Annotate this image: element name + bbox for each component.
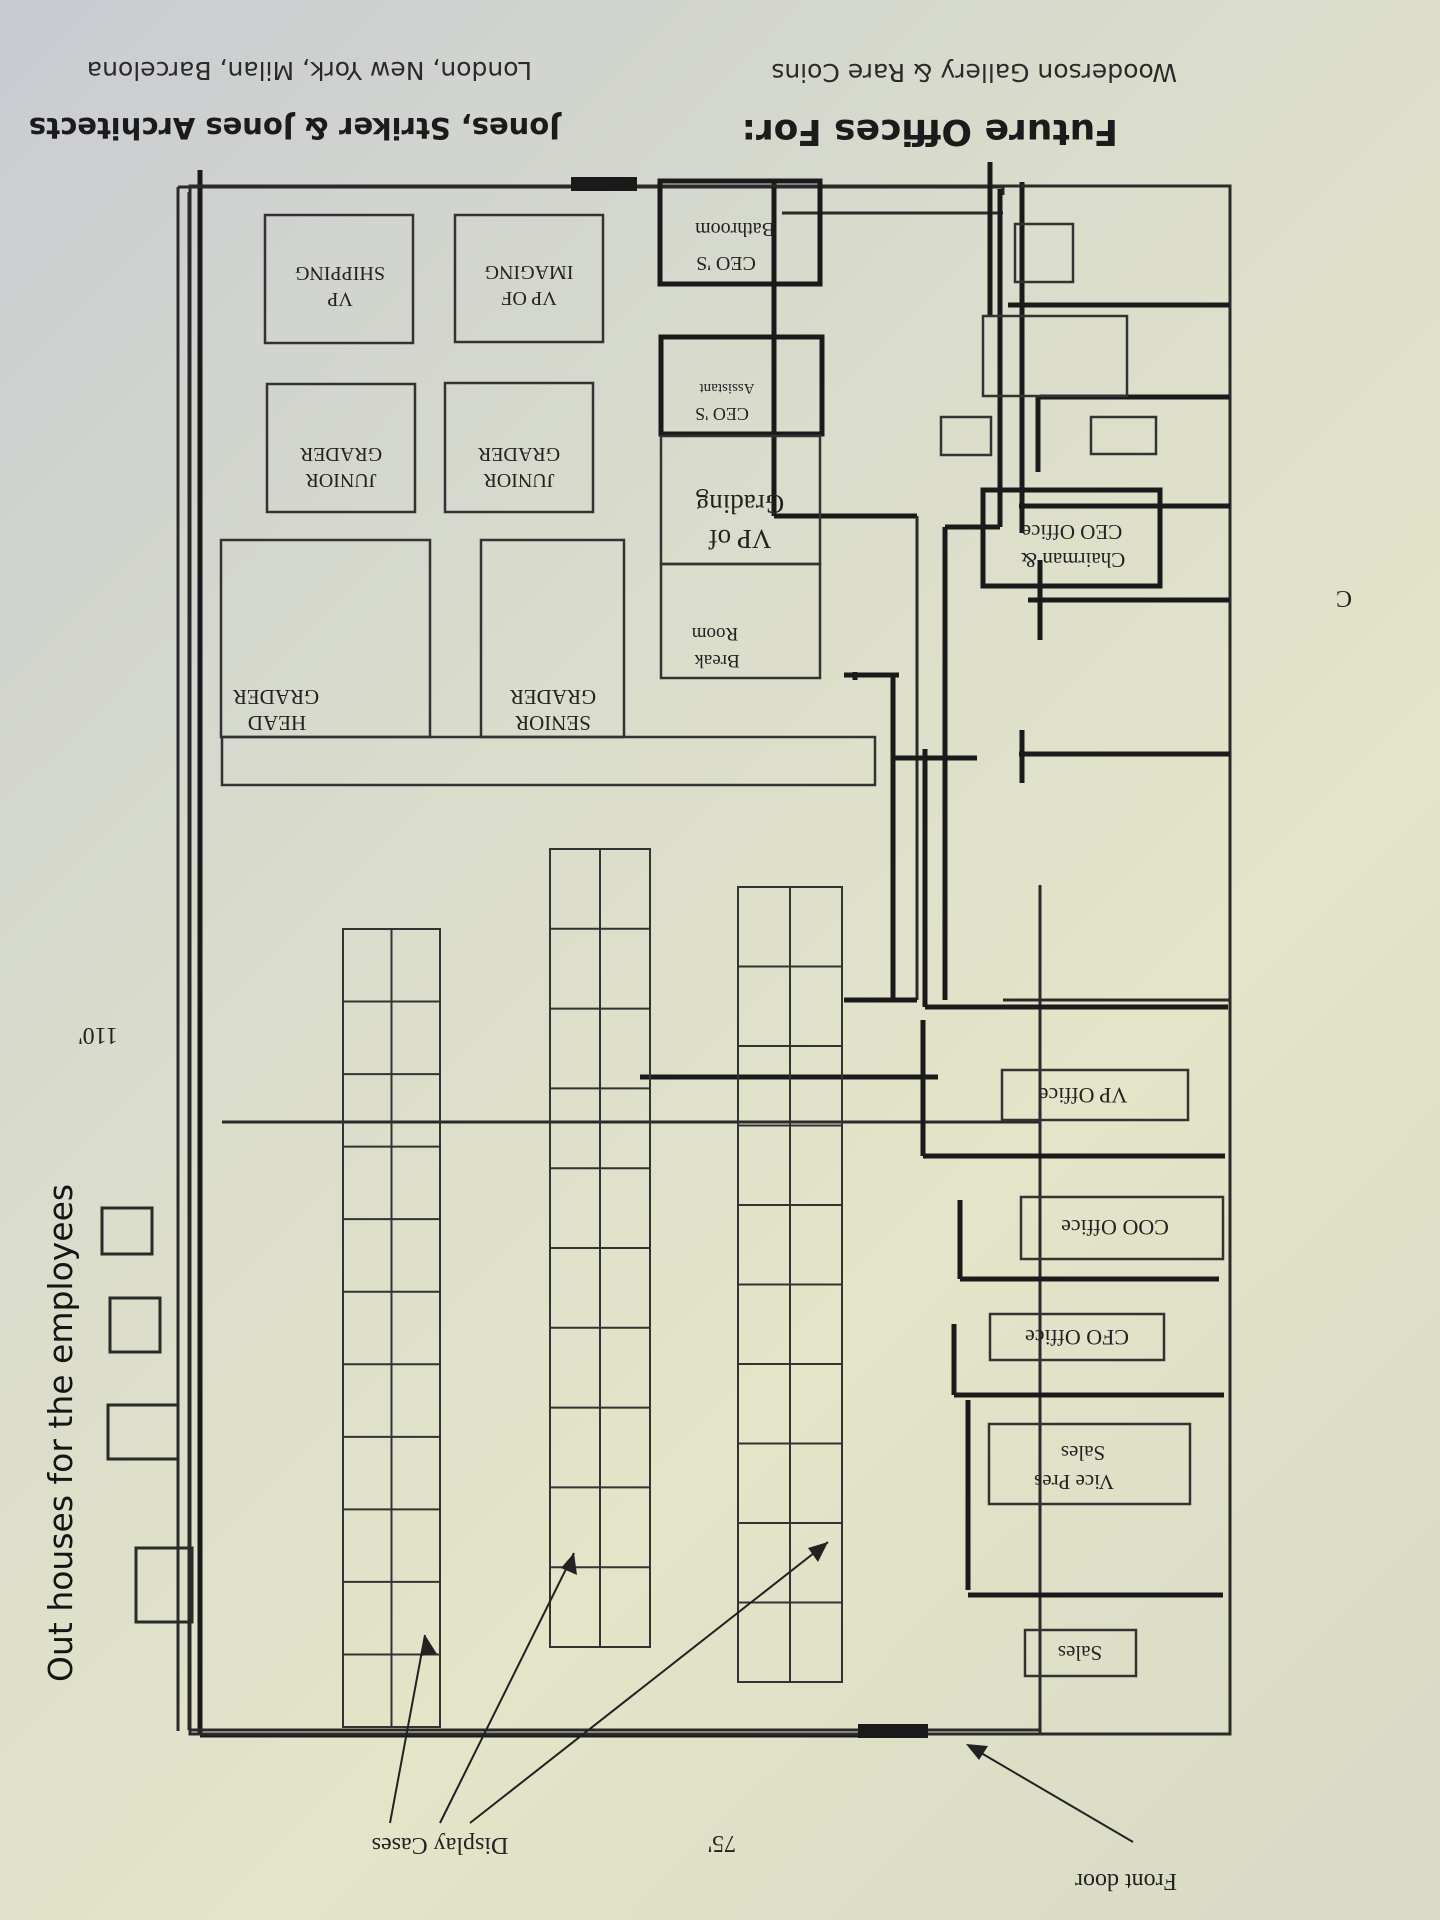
ceo-desk (981, 314, 1129, 398)
ceo-chair (1089, 415, 1158, 456)
room-label: VP (327, 288, 353, 310)
room-vp-sales: Vice Pres Sales (987, 1422, 1192, 1506)
note-out-houses: Out houses for the employees (41, 1184, 80, 1682)
cabinet (1013, 222, 1075, 284)
hallway (220, 735, 877, 787)
room-label: HEAD (248, 711, 306, 735)
room-label: Sales (1061, 1441, 1105, 1465)
room-label: VP of (709, 524, 772, 554)
front-door-marker (858, 1724, 928, 1738)
room-label: JUNIOR (483, 469, 555, 491)
room-label: Grading (696, 489, 784, 519)
room-senior-grader: SENIOR GRADER (479, 538, 626, 739)
margin-mark: C (1336, 585, 1352, 611)
room-label: JUNIOR (305, 469, 377, 491)
out-house-box (100, 1206, 154, 1256)
room-vp-shipping: VP SHIPPING (263, 213, 415, 345)
room-label: GRADER (233, 685, 319, 709)
display-cases-label: Display Cases (372, 1832, 509, 1858)
room-label: VP Office (1039, 1083, 1128, 1108)
room-sales: Sales (1023, 1628, 1138, 1678)
display-case-arrowheads (420, 1542, 828, 1656)
room-label: CEO Office (1022, 520, 1123, 544)
room-label: GRADER (299, 443, 382, 465)
room-label: Assistant (699, 380, 755, 396)
dimension-length: 110' (78, 1022, 117, 1048)
room-head-grader: HEAD GRADER (219, 538, 432, 739)
room-label: VP OF (501, 287, 556, 309)
display-case-arrows (389, 1541, 829, 1824)
building-outline (188, 184, 1232, 1736)
room-ceo-bathroom: CEO 'S Bathroom (657, 178, 823, 287)
room-label: Chairman & (1021, 548, 1125, 572)
room-label: IMAGING (485, 261, 574, 283)
room-junior-grader-1: JUNIOR GRADER (265, 382, 417, 514)
room-label: CEO 'S (695, 404, 749, 424)
display-cases (342, 848, 843, 1728)
room-label: Sales (1058, 1641, 1102, 1665)
room-vp-imaging: VP OF IMAGING (453, 213, 605, 344)
room-label: CEO 'S (696, 252, 756, 274)
out-house-box (106, 1403, 180, 1461)
out-house-box (108, 1296, 162, 1354)
plan-title: Future Offices For: (742, 111, 1118, 152)
room-label: COO Office (1061, 1215, 1169, 1240)
display-case (737, 886, 843, 1683)
office-walls (852, 672, 1228, 1598)
room-ceo-assistant: CEO 'S Assistant (658, 334, 825, 437)
room-label: Vice Pres (1034, 1470, 1114, 1494)
client-name: Wooderson Gallery & Rare Coins (771, 58, 1177, 87)
room-chairman-ceo: Chairman & CEO Office (939, 222, 1163, 589)
room-label: Room (692, 623, 739, 644)
out-house-box (134, 1546, 194, 1624)
front-door-label: Front door (1075, 1868, 1177, 1894)
building-walls (176, 170, 1042, 1738)
room-label: CFO Office (1025, 1325, 1129, 1350)
room-label: Break (694, 650, 740, 671)
firm-name: Jones, Striker & Jones Architects (29, 111, 562, 145)
guest-chair (939, 415, 993, 457)
room-label: SENIOR (515, 711, 591, 735)
display-case (342, 928, 441, 1728)
room-label: SHIPPING (295, 262, 385, 284)
display-case (549, 848, 651, 1648)
room-break-room: Break Room (659, 562, 822, 680)
room-label: GRADER (510, 685, 596, 709)
dimension-width: 75' (708, 1830, 736, 1856)
back-door-marker (571, 177, 637, 191)
printed-sheet: Jones, Striker & Jones Architects London… (29, 56, 1352, 1894)
room-junior-grader-2: JUNIOR GRADER (443, 381, 595, 514)
front-door-arrow (966, 1744, 1134, 1843)
room-cfo-office: CFO Office (988, 1312, 1166, 1362)
room-coo-office: COO Office (1019, 1195, 1225, 1261)
room-vp-grading: VP of Grading (659, 434, 822, 566)
firm-cities: London, New York, Milan, Barcelona (87, 56, 532, 85)
room-label: GRADER (477, 443, 560, 465)
office-strip (987, 162, 1230, 1002)
room-vp-office: VP Office (1000, 1068, 1190, 1122)
room-label: Bathroom (695, 218, 775, 240)
